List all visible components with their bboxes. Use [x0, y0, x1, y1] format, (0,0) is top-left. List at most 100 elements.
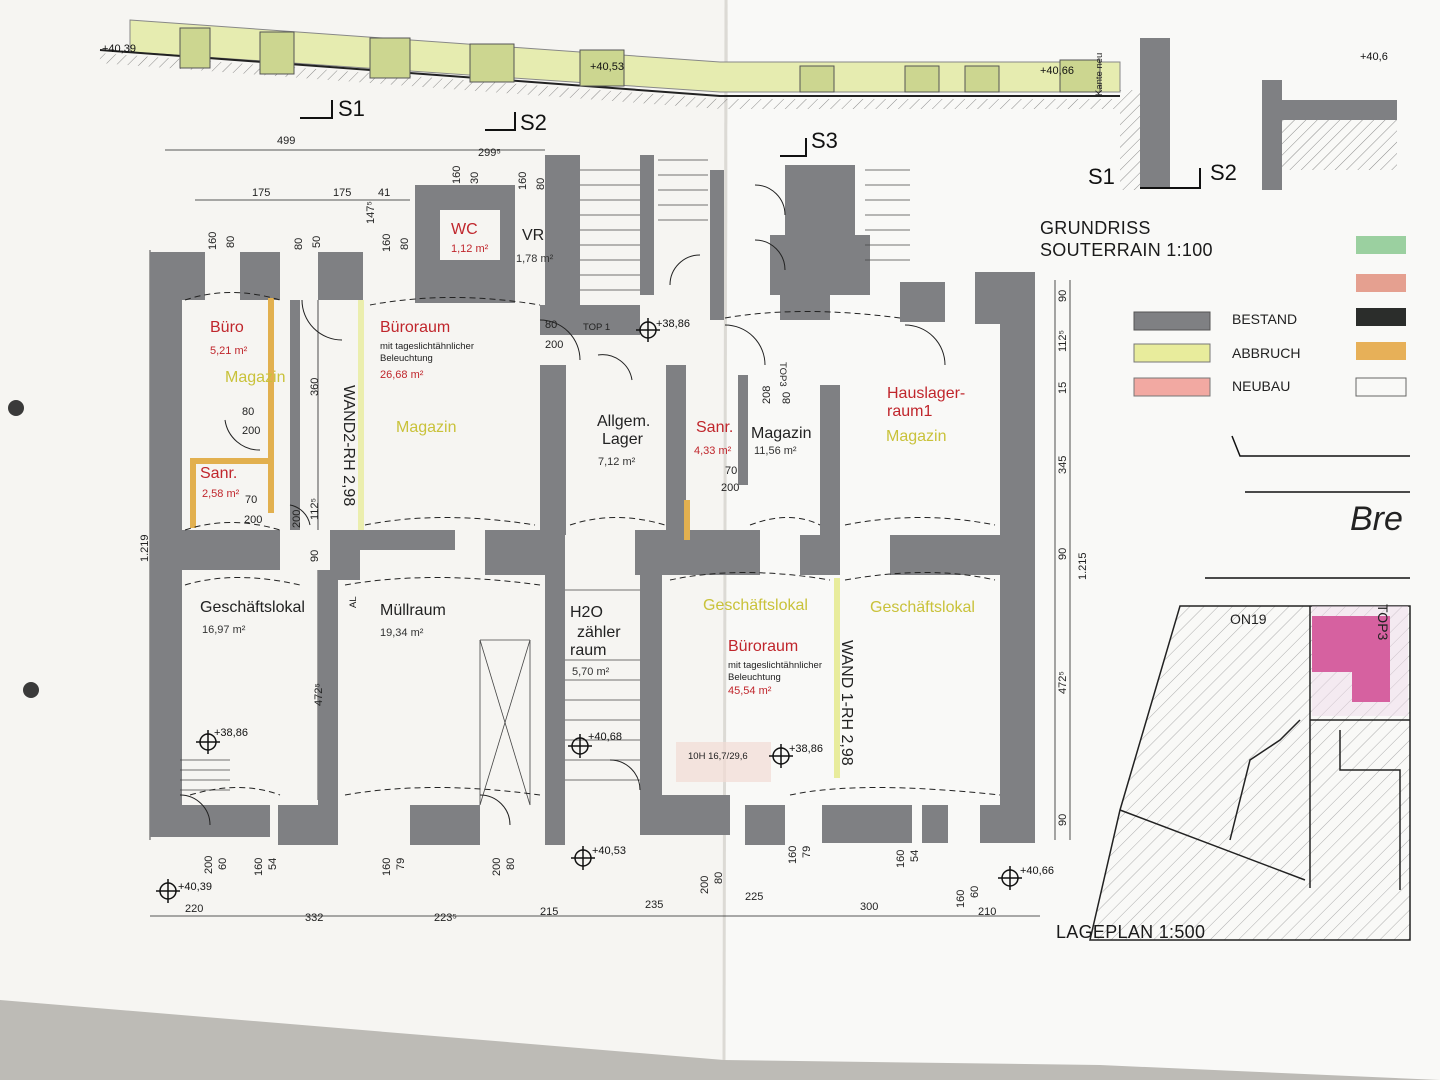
svg-text:160: 160 [381, 858, 393, 876]
svg-text:299⁵: 299⁵ [478, 147, 501, 159]
svg-text:Büroraum: Büroraum [380, 319, 450, 336]
room-wc: WC 1,12 m² [451, 221, 489, 255]
room-geschaeftslokal-left: Geschäftslokal 16,97 m² [200, 599, 305, 636]
svg-text:79: 79 [801, 846, 813, 858]
svg-text:225: 225 [745, 891, 763, 903]
legend-label: NEUBAU [1232, 378, 1290, 394]
svg-text:WC: WC [451, 221, 478, 238]
kante-label: Kante neu [1094, 53, 1105, 96]
svg-text:15: 15 [1057, 382, 1069, 394]
svg-text:200: 200 [291, 510, 303, 528]
right-dimensions: 90 112⁵ 15 345 90 1.215 472⁵ 90 [1057, 290, 1089, 826]
svg-text:80: 80 [242, 406, 254, 418]
svg-text:160: 160 [451, 166, 463, 184]
svg-text:Magazin: Magazin [396, 419, 456, 436]
legend-swatch-neubau [1133, 377, 1211, 397]
svg-text:1.215: 1.215 [1077, 552, 1089, 580]
svg-text:90: 90 [1057, 290, 1069, 302]
room-allgem-lager: Allgem. Lager 7,12 m² [597, 413, 650, 468]
svg-text:360: 360 [309, 378, 321, 396]
legend-label: BESTAND [1232, 311, 1297, 327]
svg-text:300: 300 [860, 901, 878, 913]
al-label: AL [348, 596, 359, 608]
elevation-strip [99, 19, 1121, 109]
site-label-top3: TOP3 [1375, 604, 1391, 641]
lageplan-title: LAGEPLAN 1:500 [1056, 922, 1205, 942]
svg-text:160: 160 [895, 850, 907, 868]
site-label-on19: ON19 [1230, 611, 1267, 627]
plan-title: GRUNDRISS [1040, 218, 1151, 238]
site-plan [1089, 605, 1411, 941]
svg-text:Magazin: Magazin [886, 428, 946, 445]
svg-text:332: 332 [305, 912, 323, 924]
svg-text:160: 160 [955, 890, 967, 908]
elevation-label: +40,53 [590, 61, 624, 73]
svg-text:S2: S2 [520, 110, 547, 135]
punch-hole [8, 400, 24, 416]
svg-text:200: 200 [721, 482, 739, 494]
svg-text:S3: S3 [811, 128, 838, 153]
level-label: +38,86 [214, 727, 248, 739]
svg-text:160: 160 [381, 234, 393, 252]
svg-text:200: 200 [242, 425, 260, 437]
door-dimensions: 80 200 80 200 70 200 200 112⁵ 90 70 200 … [242, 319, 793, 562]
svg-text:45,54 m²: 45,54 m² [728, 685, 772, 697]
level-label: +40,39 [178, 881, 212, 893]
svg-text:90: 90 [309, 550, 321, 562]
top3-label: TOP3 [777, 362, 788, 387]
svg-text:160: 160 [517, 172, 529, 190]
bottom-dimensions: 220 332 223⁵ 215 235 225 300 210 [185, 891, 996, 924]
svg-text:54: 54 [267, 858, 279, 870]
svg-text:472⁵: 472⁵ [313, 683, 325, 706]
legend-swatch-bestand [1133, 311, 1211, 331]
svg-text:41: 41 [378, 187, 390, 199]
svg-text:175: 175 [252, 187, 270, 199]
svg-text:mit tageslichtähnlicher: mit tageslichtähnlicher [728, 660, 822, 671]
svg-text:26,68 m²: 26,68 m² [380, 369, 424, 381]
svg-text:1,12 m²: 1,12 m² [451, 243, 489, 255]
svg-text:60: 60 [969, 886, 981, 898]
svg-text:11,56 m²: 11,56 m² [754, 445, 797, 457]
svg-text:Magazin: Magazin [751, 425, 811, 442]
svg-text:Allgem.: Allgem. [597, 413, 650, 430]
svg-text:112⁵: 112⁵ [309, 498, 321, 520]
elevation-label: +40,66 [1040, 65, 1074, 77]
svg-text:160: 160 [253, 858, 265, 876]
level-label: +40,53 [592, 845, 626, 857]
top-dimensions: 499 299⁵ 175 175 41 147⁵ 160 30 160 80 8… [207, 135, 547, 252]
new-partitions [190, 298, 840, 782]
svg-text:5,21 m²: 5,21 m² [210, 345, 248, 357]
svg-text:Müllraum: Müllraum [380, 602, 446, 619]
wall-label-wand1: WAND 1-RH 2,98 [838, 640, 855, 766]
stairs [180, 159, 910, 806]
punch-hole [23, 682, 39, 698]
legend: BESTAND ABBRUCH NEUBAU [1133, 236, 1407, 397]
top1-label: TOP 1 [583, 322, 610, 333]
svg-text:Geschäftslokal: Geschäftslokal [200, 599, 305, 616]
svg-text:mit tageslichtähnlicher: mit tageslichtähnlicher [380, 341, 474, 352]
svg-text:raum1: raum1 [887, 403, 932, 420]
svg-text:200: 200 [244, 514, 262, 526]
svg-text:215: 215 [540, 906, 558, 918]
left-dimensions: 1.219 360 472⁵ [139, 378, 325, 706]
svg-text:70: 70 [245, 494, 257, 506]
svg-text:5,70 m²: 5,70 m² [572, 666, 610, 678]
svg-text:80: 80 [225, 236, 237, 248]
section-marker-s3: S3 [780, 128, 838, 157]
svg-text:80: 80 [713, 872, 725, 884]
room-bueroraum-bottom: Geschäftslokal Büroraum mit tageslichtäh… [703, 597, 822, 697]
section-label: S1 [1088, 164, 1115, 189]
svg-text:200: 200 [545, 339, 563, 351]
svg-text:H2O: H2O [570, 604, 603, 621]
svg-text:54: 54 [909, 850, 921, 862]
svg-text:2,58 m²: 2,58 m² [202, 488, 240, 500]
room-hauslager: Hauslager- raum1 Magazin [886, 385, 965, 445]
existing-walls [150, 155, 1035, 845]
room-muellraum: Müllraum 19,34 m² [380, 602, 446, 639]
svg-text:4,33 m²: 4,33 m² [694, 445, 732, 457]
svg-text:200: 200 [699, 876, 711, 894]
svg-text:Sanr.: Sanr. [696, 419, 733, 436]
opening-lines [184, 292, 1001, 796]
